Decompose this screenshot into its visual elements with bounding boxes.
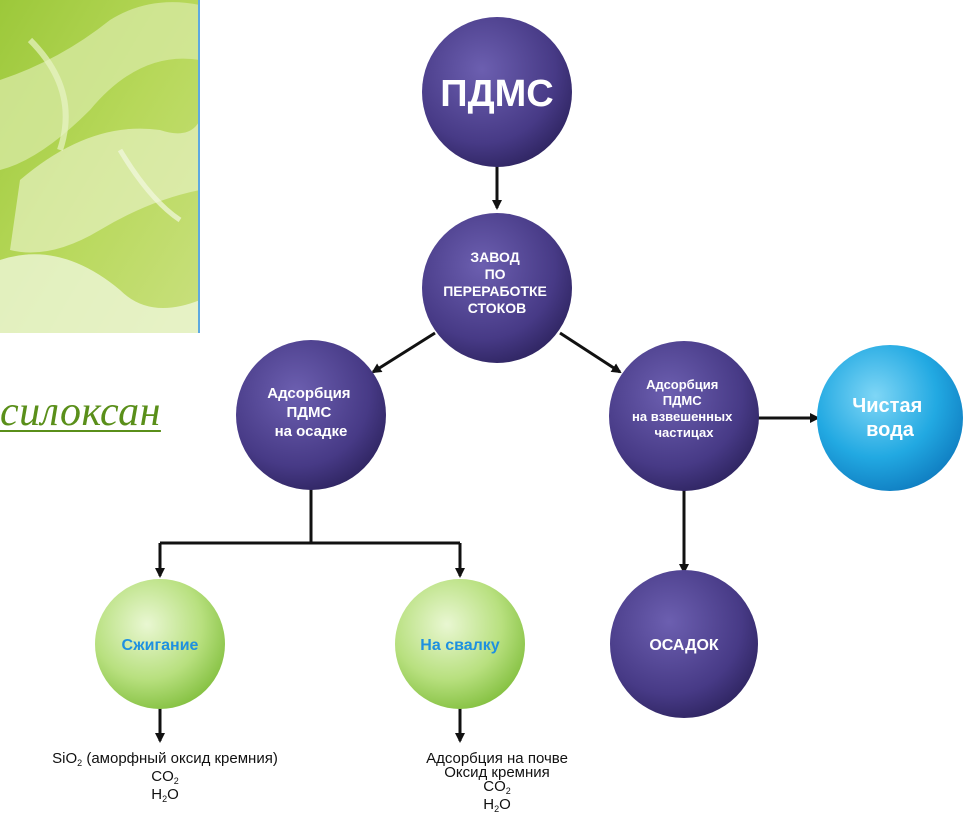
arrow-plant-to-sludge (371, 331, 436, 374)
node-water-line1: Чистая (852, 395, 922, 417)
node-pdms: ПДМС (422, 17, 572, 167)
node-pdms-label: ПДМС (440, 73, 553, 115)
incineration-output: SiO2 (аморфный оксид кремния) CO2 H2O (52, 750, 278, 804)
svg-text:Чистая вода: Чистая вода (852, 395, 928, 441)
svg-text:ЗАВОД ПО ПЕРЕРАБОТ: ЗАВОД ПО ПЕРЕРАБОТКЕ СТОКОВ (443, 249, 551, 316)
node-landfill: На свалку (395, 579, 525, 709)
leaf-image (0, 0, 200, 333)
svg-text:Адсорбция ПДМС на: Адсорбция ПДМС на взвешенных частицах (632, 377, 736, 440)
node-incineration: Сжигание (95, 579, 225, 709)
node-particles-line4: частицах (655, 425, 715, 440)
node-incineration-label: Сжигание (122, 637, 199, 654)
node-sludge-line3: на осадке (275, 423, 348, 440)
arrow-plant-to-particles (559, 331, 622, 374)
node-plant-line4: СТОКОВ (468, 300, 526, 316)
connectors (155, 160, 820, 743)
node-sediment: ОСАДОК (610, 570, 758, 718)
svg-text:Адсорбция ПДМС на: Адсорбция ПДМС на осадке (267, 385, 354, 440)
node-plant-line2: ПО (485, 266, 506, 282)
node-particles-line3: на взвешенных (632, 409, 733, 424)
node-adsorption-particles: Адсорбция ПДМС на взвешенных частицах (609, 341, 759, 491)
line-sludge-split (160, 485, 313, 545)
node-plant: ЗАВОД ПО ПЕРЕРАБОТКЕ СТОКОВ (422, 213, 572, 363)
node-landfill-label: На свалку (420, 637, 499, 654)
node-water-line2: вода (866, 419, 915, 441)
node-particles-line2: ПДМС (663, 393, 702, 408)
node-adsorption-sludge: Адсорбция ПДМС на осадке (236, 340, 386, 490)
node-plant-line3: ПЕРЕРАБОТКЕ (443, 283, 547, 299)
node-sludge-line2: ПДМС (287, 404, 332, 421)
landfill-output: Адсорбция на почве Оксид кремния CO2 H2O (426, 750, 568, 814)
node-particles-line1: Адсорбция (646, 377, 718, 392)
page-title: силоксан (0, 389, 161, 435)
node-sediment-label: ОСАДОК (649, 637, 719, 654)
node-plant-line1: ЗАВОД (470, 249, 519, 265)
node-sludge-line1: Адсорбция (267, 385, 350, 402)
node-clean-water: Чистая вода (817, 345, 963, 491)
